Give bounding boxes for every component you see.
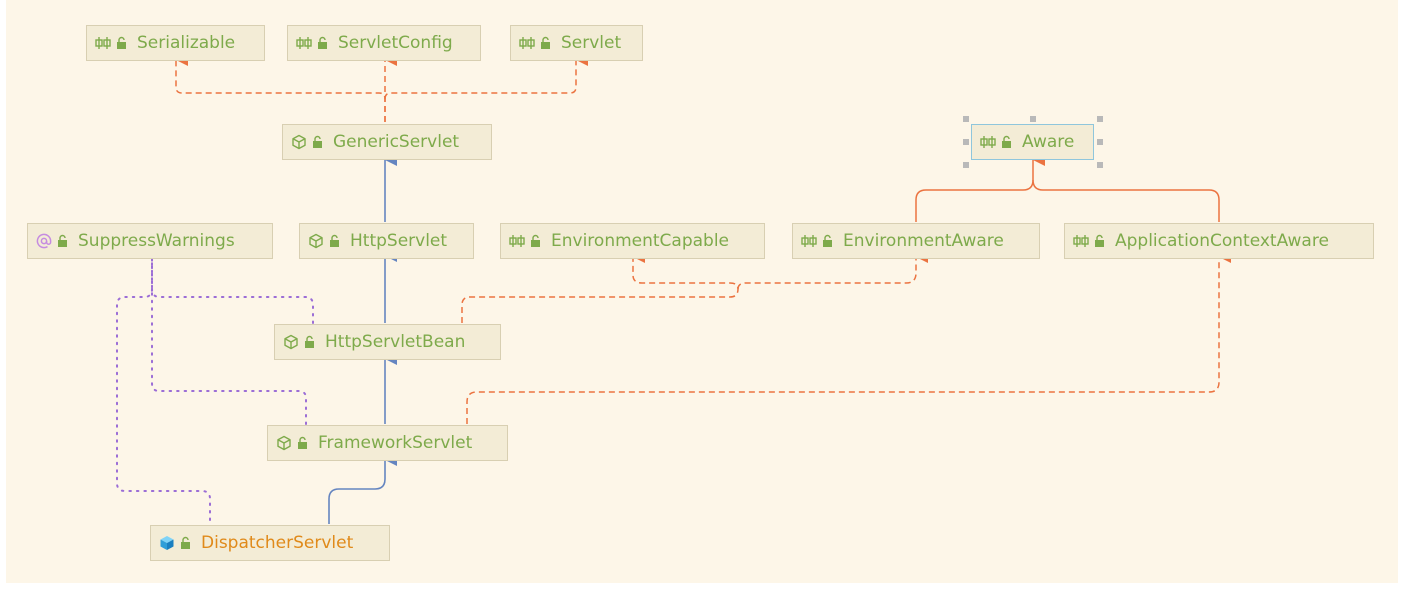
edge-httpservletbean-environmentcapable — [461, 251, 739, 323]
node-label: Aware — [1022, 131, 1075, 152]
node-applicationcontextaware[interactable]: ApplicationContextAware — [1064, 223, 1374, 259]
selection-handle[interactable] — [963, 162, 969, 168]
interface-icon — [801, 233, 817, 249]
interface-icon — [980, 134, 996, 150]
node-dispatcherservlet[interactable]: DispatcherServlet — [150, 525, 390, 561]
public-lock-icon — [297, 436, 308, 450]
edge-frameworkservlet-suppresswarnings — [151, 257, 307, 425]
edge-httpservletbean-suppresswarnings — [151, 257, 314, 324]
selection-handle[interactable] — [963, 116, 969, 122]
public-lock-icon — [822, 234, 833, 248]
selection-handle[interactable] — [1097, 162, 1103, 168]
edge-dispatcherservlet-suppresswarnings — [116, 257, 211, 521]
node-label: DispatcherServlet — [201, 532, 354, 553]
node-label: FrameworkServlet — [318, 432, 473, 453]
edge-genericservlet-serializable — [175, 54, 386, 122]
edge-environmentaware-aware — [915, 154, 1045, 222]
interface-icon — [1073, 233, 1089, 249]
node-label: Servlet — [561, 32, 622, 53]
node-label: EnvironmentCapable — [551, 230, 730, 251]
public-lock-icon — [116, 36, 127, 50]
node-label: HttpServletBean — [325, 331, 466, 352]
selection-handle[interactable] — [1030, 116, 1036, 122]
edge-genericservlet-servlet — [384, 54, 588, 100]
public-lock-icon — [1001, 135, 1012, 149]
public-lock-icon — [57, 234, 68, 248]
node-label: HttpServlet — [350, 230, 448, 251]
diagram-canvas — [6, 0, 1398, 583]
selection-handle[interactable] — [1097, 116, 1103, 122]
abstract-class-icon — [276, 435, 292, 451]
node-label: ServletConfig — [338, 32, 453, 53]
edge-applicationcontextaware-aware — [1032, 179, 1220, 222]
abstract-class-icon — [291, 134, 307, 150]
class-cube-icon — [159, 535, 175, 551]
node-label: SuppressWarnings — [78, 230, 235, 251]
interface-icon — [509, 233, 525, 249]
node-label: GenericServlet — [333, 131, 460, 152]
node-servlet[interactable]: Servlet — [510, 25, 643, 61]
public-lock-icon — [530, 234, 541, 248]
edge-frameworkservlet-applicationcontextaware — [466, 251, 1231, 424]
annotation-icon — [36, 233, 52, 249]
node-label: ApplicationContextAware — [1115, 230, 1329, 251]
public-lock-icon — [540, 36, 551, 50]
node-httpservlet[interactable]: HttpServlet — [299, 223, 474, 259]
interface-icon — [95, 35, 111, 51]
public-lock-icon — [304, 335, 315, 349]
edge-dispatcherservlet-frameworkservlet — [328, 454, 397, 524]
node-frameworkservlet[interactable]: FrameworkServlet — [267, 425, 508, 461]
abstract-class-icon — [308, 233, 324, 249]
node-suppresswarnings[interactable]: SuppressWarnings — [27, 223, 273, 259]
node-httpservletbean[interactable]: HttpServletBean — [274, 324, 501, 360]
public-lock-icon — [180, 536, 191, 550]
public-lock-icon — [317, 36, 328, 50]
node-serializable[interactable]: Serializable — [86, 25, 265, 61]
node-environmentcapable[interactable]: EnvironmentCapable — [500, 223, 765, 259]
node-label: Serializable — [137, 32, 236, 53]
node-servletconfig[interactable]: ServletConfig — [287, 25, 481, 61]
selection-handle[interactable] — [1097, 139, 1103, 145]
interface-icon — [296, 35, 312, 51]
abstract-class-icon — [283, 334, 299, 350]
interface-icon — [519, 35, 535, 51]
node-aware[interactable]: Aware — [971, 124, 1094, 160]
public-lock-icon — [312, 135, 323, 149]
public-lock-icon — [1094, 234, 1105, 248]
public-lock-icon — [329, 234, 340, 248]
selection-handle[interactable] — [963, 139, 969, 145]
edge-httpservletbean-environmentaware — [737, 251, 928, 290]
node-genericservlet[interactable]: GenericServlet — [282, 124, 492, 160]
node-label: EnvironmentAware — [843, 230, 1004, 251]
node-environmentaware[interactable]: EnvironmentAware — [792, 223, 1040, 259]
